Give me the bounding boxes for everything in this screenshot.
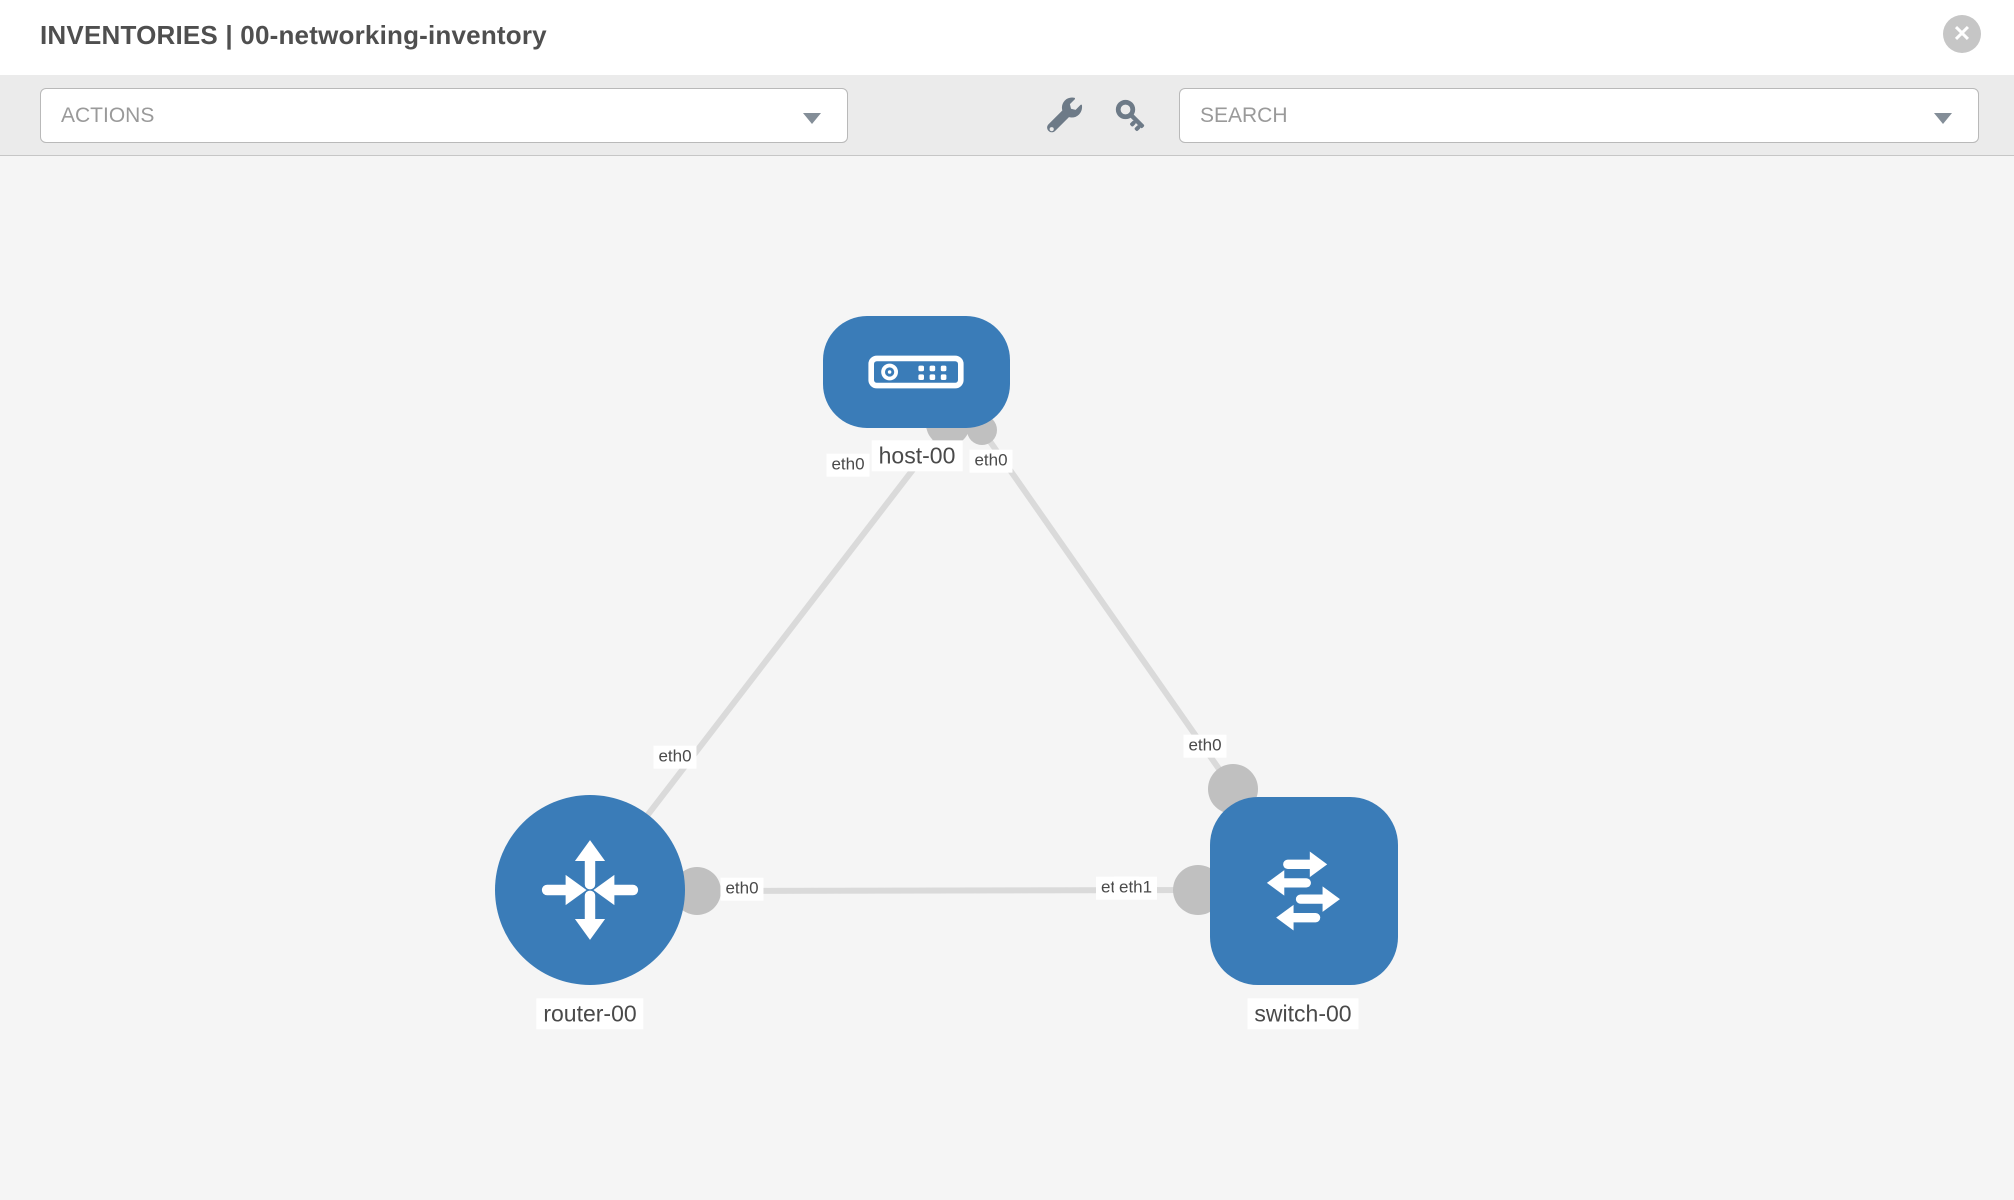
close-icon[interactable]: ✕ [1943, 15, 1981, 53]
search-placeholder: SEARCH [1200, 103, 1288, 127]
search-dropdown[interactable]: SEARCH [1179, 88, 1979, 143]
node-host-00[interactable] [823, 316, 1010, 428]
wrench-icon[interactable] [1046, 97, 1084, 135]
link-host-switch[interactable] [979, 428, 1236, 791]
page-title: INVENTORIES | 00-networking-inventory [40, 20, 547, 50]
link-host-router[interactable] [587, 422, 951, 892]
toolbar: ACTIONS SEARCH [0, 75, 2014, 156]
node-router-00[interactable] [495, 795, 685, 985]
actions-dropdown-label: ACTIONS [61, 103, 155, 127]
window-header: INVENTORIES | 00-networking-inventory ✕ [0, 0, 2014, 75]
node-switch-00[interactable] [1210, 797, 1398, 985]
actions-dropdown[interactable]: ACTIONS [40, 88, 848, 143]
link-router-switch[interactable] [696, 887, 1199, 894]
chevron-down-icon [1934, 113, 1952, 124]
chevron-down-icon [803, 113, 821, 124]
port-circle [673, 867, 721, 915]
key-icon[interactable] [1113, 97, 1151, 135]
